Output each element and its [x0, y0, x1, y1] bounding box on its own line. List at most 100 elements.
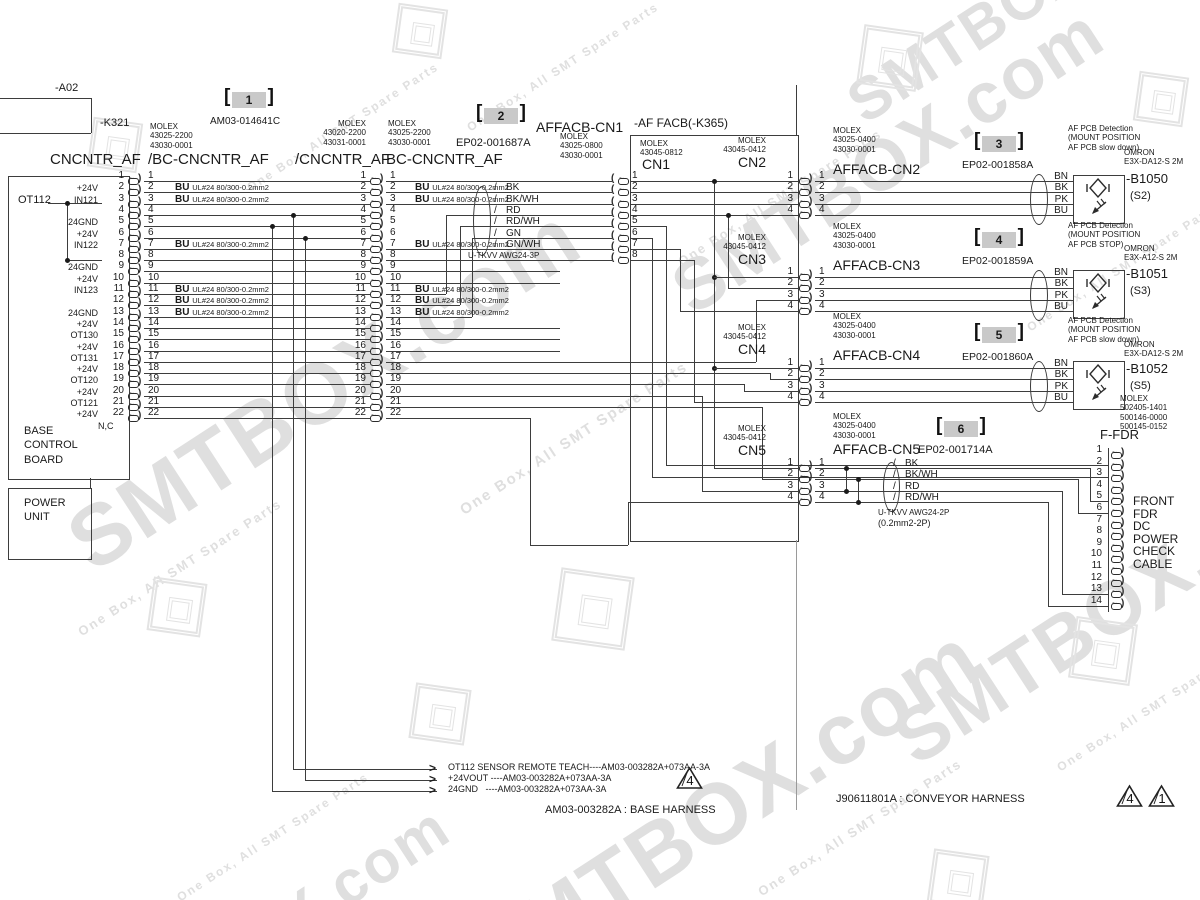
- wire-vertical: [714, 181, 715, 468]
- pin-number: 14: [112, 316, 124, 328]
- base-control-board-label: BASE CONTROL BOARD: [24, 425, 78, 466]
- pin-label: +24V: [76, 409, 98, 420]
- plug-arc-icon: ): [380, 342, 384, 354]
- pin-number: 2: [390, 181, 396, 193]
- pin-number: 4: [360, 203, 366, 215]
- pin-number: 17: [148, 350, 160, 362]
- sensor-ref-label: -B1052: [1126, 361, 1168, 376]
- plug-arc-icon: (: [611, 184, 615, 196]
- wire-horizontal: [144, 214, 370, 216]
- plug-squiggle-icon: ~: [371, 343, 376, 353]
- wire-horizontal: [144, 418, 370, 420]
- wire-color-label: PK: [1054, 193, 1068, 205]
- wire-horizontal: [815, 368, 1073, 369]
- pin-plug-icon: ~: [370, 389, 381, 400]
- bu-label: BU: [175, 193, 190, 205]
- connector-label-cncntr: CNCNTR_AF: [50, 151, 141, 168]
- wire-slash-icon: /: [494, 204, 497, 216]
- pin-number: 2: [632, 181, 638, 193]
- wire-color-label: BK: [1054, 369, 1068, 381]
- plug-squiggle-icon: ~: [129, 287, 134, 296]
- pin-plug-icon: ~: [370, 400, 381, 411]
- plug-arc-icon: ): [809, 206, 813, 218]
- watermark-qr-inner: [877, 46, 908, 77]
- pin-number: 14: [148, 316, 160, 328]
- pin-number: 6: [148, 226, 154, 238]
- wire-horizontal: [144, 407, 370, 408]
- wire-vertical: [728, 214, 729, 289]
- wire-horizontal: [770, 379, 799, 381]
- pin-label: OT130: [70, 330, 98, 341]
- plug-arc-icon: ): [1121, 528, 1125, 540]
- cable-spec-label: U-TKVV AWG24-3P: [468, 251, 540, 260]
- wire-vertical: [702, 395, 703, 491]
- plug-squiggle-icon: ~: [619, 219, 624, 229]
- pin-number: 4: [390, 203, 396, 215]
- pin-number: 12: [1090, 571, 1102, 583]
- pin-number: 13: [1090, 583, 1102, 595]
- plug-squiggle-icon: ~: [371, 309, 376, 319]
- wire-horizontal: [144, 237, 370, 239]
- pin-number: 6: [1096, 502, 1102, 513]
- pin-plug-icon: ~: [370, 411, 381, 423]
- wire-color-label: PK: [1054, 289, 1068, 301]
- wire-color-label: BK/WH: [905, 469, 938, 481]
- pin-number: 2: [787, 368, 793, 380]
- sensor-ref-label: -B1050: [1126, 171, 1168, 186]
- plug-squiggle-icon: ~: [129, 400, 134, 409]
- pin-plug-icon: ~: [128, 411, 139, 423]
- pin-number: 9: [1096, 536, 1102, 548]
- plug-squiggle-icon: ~: [371, 298, 376, 308]
- connector-label-affacb-cn2: AFFACB-CN2: [833, 161, 921, 177]
- harness-name-base: AM03-003282A : BASE HARNESS: [545, 804, 716, 816]
- plug-arc-icon: ): [809, 302, 813, 314]
- plug-arc-icon: ): [1121, 493, 1125, 505]
- plug-squiggle-icon: ~: [371, 320, 376, 330]
- wire-horizontal: [144, 282, 370, 284]
- plug-squiggle-icon: ~: [129, 196, 134, 206]
- pin-number: 4: [787, 390, 793, 402]
- pin-number: 20: [112, 384, 124, 396]
- pin-plug-icon: ~: [128, 389, 139, 400]
- marker-ref: 4: [974, 229, 1024, 248]
- wire-horizontal: [386, 395, 702, 397]
- pin-number: 18: [354, 362, 366, 374]
- watermark-brand: SMTBOX.com: [451, 608, 998, 900]
- plug-squiggle-icon: ~: [129, 264, 134, 274]
- plug-arc-icon: ): [380, 319, 384, 331]
- pin-number: 6: [360, 226, 366, 238]
- pin-number: 3: [787, 379, 793, 391]
- plug-arc-icon: (: [611, 240, 615, 252]
- watermark-qr-inner: [946, 869, 975, 898]
- plug-squiggle-icon: ~: [129, 207, 134, 217]
- wire-vertical: [446, 214, 447, 294]
- pin-label: +24V: [76, 364, 98, 375]
- plug-squiggle-icon: ~: [800, 281, 805, 291]
- plug-arc-icon: ): [138, 342, 142, 354]
- sensor-function-label: AF PCB Detection (MOUNT POSITION AF PCB …: [1068, 221, 1141, 249]
- pin-plug-icon: ~: [799, 270, 810, 281]
- plug-squiggle-icon: ~: [129, 241, 134, 251]
- pin-number: 18: [112, 362, 124, 374]
- wire-color-label: RD: [905, 480, 920, 492]
- pin-number: 1: [819, 170, 825, 181]
- molex-partnumbers: MOLEX 43025-0400 43030-0001: [833, 312, 876, 340]
- watermark-qr-pattern: [1067, 615, 1139, 687]
- bu-label: BU: [175, 238, 190, 250]
- harness-code: AM03-014641C: [210, 116, 281, 127]
- pin-number: 2: [148, 181, 154, 193]
- molex-partnumbers: MOLEX 43045-0412: [723, 323, 766, 342]
- cable-purpose-label: FRONT FDR DC POWER CHECK CABLE: [1133, 494, 1179, 571]
- plug-squiggle-icon: ~: [371, 287, 376, 296]
- pin-number: 14: [354, 316, 366, 328]
- connector-label-affacb-cn5: AFFACB-CN5: [833, 441, 921, 457]
- connector-label-affacb-cn3: AFFACB-CN3: [833, 257, 921, 273]
- plug-arc-icon: ): [380, 297, 384, 309]
- plug-arc-icon: ): [138, 229, 142, 241]
- pin-number: 3: [819, 479, 825, 491]
- watermark-qr-inner: [577, 594, 613, 630]
- arrow-head-icon: >: [429, 783, 437, 797]
- pin-number: 3: [787, 288, 793, 300]
- plug-squiggle-icon: ~: [371, 241, 376, 251]
- pin-plug-icon: ~: [799, 208, 810, 219]
